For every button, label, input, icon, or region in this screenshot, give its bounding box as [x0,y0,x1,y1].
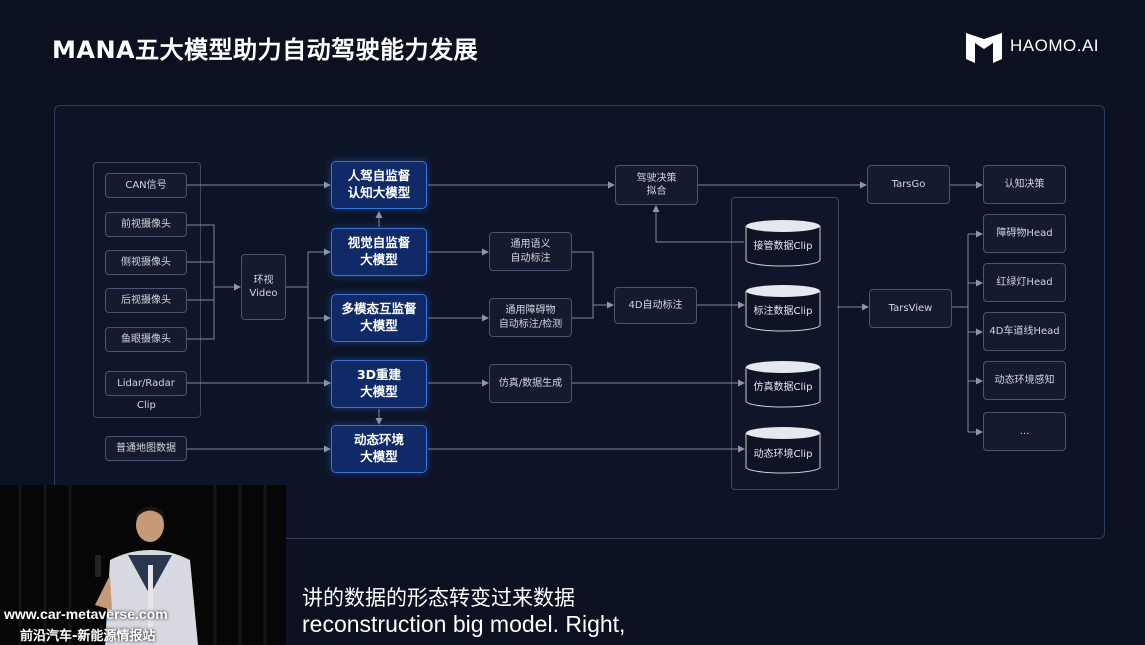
clip-group-label: Clip [137,400,156,411]
model-label: 大模型 [360,318,398,333]
model-label: 大模型 [360,384,398,399]
model-label: 视觉自监督 [347,235,411,251]
dynamic-environment-model: 动态环境 大模型 [331,425,427,473]
lane-head-node: 4D车道线Head [983,312,1066,351]
can-signal-node: CAN信号 [105,173,187,198]
tarsgo-node: TarsGo [867,165,950,204]
subtitle-chinese: 讲的数据的形态转变过来数据 [302,586,575,610]
cognition-decision-node: 认知决策 [983,165,1066,204]
traffic-light-head-node: 红绿灯Head [983,263,1066,302]
front-camera-node: 前视摄像头 [105,212,187,237]
model-label: 动态环境 [353,432,404,448]
model-label: 认知大模型 [347,185,411,200]
model-label: 大模型 [360,252,398,267]
fisheye-camera-node: 鱼眼摄像头 [105,327,187,352]
watermark-url: www.car-metaverse.com [4,606,168,622]
watermark-name: 前沿汽车-新能源情报站 [20,629,156,644]
process-label: 驾驶决策 [636,172,677,184]
obstacle-head-node: 障碍物Head [983,214,1066,253]
map-data-node: 普通地图数据 [105,436,187,461]
cylinder-labeled [745,285,821,332]
semantic-autolabel-node: 通用语义 自动标注 [489,232,572,271]
sim-clip-label: 仿真数据Clip [753,382,813,393]
3d-reconstruction-model: 3D重建 大模型 [331,360,427,408]
obstacle-autolabel-node: 通用障碍物 自动标注/检测 [489,298,572,337]
lidar-radar-node: Lidar/Radar [105,371,187,396]
dynamic-clip-label: 动态环境Clip [753,449,813,460]
brand-name: HAOMO.AI [1010,36,1100,55]
cylinder-dynamic [745,427,821,474]
speaker-video [0,485,286,645]
model-label: 大模型 [360,449,398,464]
labeled-clip-label: 标注数据Clip [753,306,813,317]
cylinder-takeover [745,220,821,267]
surround-video-line2: Video [249,288,278,299]
tarsview-node: TarsView [869,289,952,328]
vision-model: 视觉自监督 大模型 [331,228,427,276]
simulation-generation-node: 仿真/数据生成 [489,364,572,403]
driving-cognition-model: 人驾自监督 认知大模型 [331,161,427,209]
process-label: 自动标注/检测 [498,318,563,330]
multimodal-model: 多模态互监督 大模型 [331,294,427,342]
model-label: 多模态互监督 [341,301,417,317]
slide-title: MANA五大模型助力自动驾驶能力发展 [52,36,479,64]
process-label: 通用障碍物 [505,305,556,316]
cylinder-sim [745,361,821,408]
takeover-clip-label: 接管数据Clip [753,241,813,252]
speaker-figure [0,485,286,645]
driving-decision-node: 驾驶决策 拟合 [615,165,698,205]
4d-autolabel-node: 4D自动标注 [614,287,697,324]
model-label: 3D重建 [356,367,402,383]
surround-video-node: 环视 Video [241,254,286,320]
brand-logo: HAOMO.AI [966,29,1106,63]
process-label: 拟合 [646,186,667,197]
dynamic-perception-node: 动态环境感知 [983,361,1066,400]
process-label: 通用语义 [510,239,551,250]
surround-video-line1: 环视 [253,274,274,286]
haomo-logo-icon [966,33,1002,63]
process-label: 自动标注 [510,252,551,264]
subtitle-english: reconstruction big model. Right, [302,611,626,637]
rear-camera-node: 后视摄像头 [105,288,187,313]
model-label: 人驾自监督 [347,168,411,184]
more-heads-node: ... [983,412,1066,451]
side-camera-node: 侧视摄像头 [105,250,187,275]
